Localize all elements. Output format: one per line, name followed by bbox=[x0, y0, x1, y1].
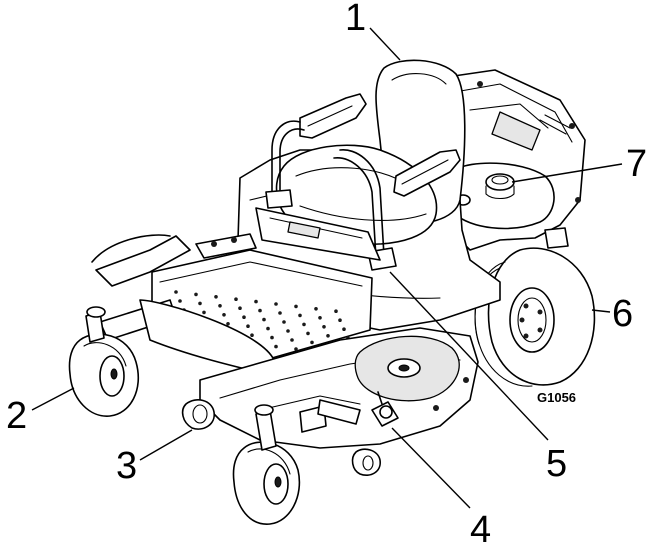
foot-plate-hole bbox=[194, 292, 198, 297]
leader-2 bbox=[31, 387, 75, 411]
foot-plate-hole bbox=[234, 297, 238, 302]
figure-code: G1056 bbox=[537, 390, 576, 405]
foot-plate-hole bbox=[282, 320, 286, 324]
foot-plate-hole bbox=[270, 335, 274, 340]
leader-1 bbox=[369, 27, 401, 61]
foot-plate-hole bbox=[218, 304, 222, 308]
foot-plate-hole bbox=[198, 301, 202, 306]
foot-plate-hole bbox=[262, 317, 266, 322]
foot-plate-hole bbox=[174, 290, 178, 294]
leader-5 bbox=[389, 271, 549, 441]
foot-plate-hole bbox=[294, 347, 298, 351]
operator-seat bbox=[275, 59, 466, 246]
foot-plate-hole bbox=[274, 302, 278, 306]
leader-7 bbox=[511, 163, 623, 183]
foot-plate-hole bbox=[242, 315, 246, 320]
foot-plate-hole bbox=[314, 307, 318, 311]
foot-plate-hole bbox=[306, 331, 310, 336]
foot-plate-hole bbox=[246, 324, 250, 329]
foot-plate-hole bbox=[226, 322, 230, 326]
foot-plate-hole bbox=[294, 304, 298, 309]
callout-4: 4 bbox=[470, 509, 491, 546]
foot-plate-hole bbox=[334, 309, 338, 314]
foot-plate-hole bbox=[250, 333, 254, 338]
foot-plate-hole bbox=[202, 310, 206, 315]
foot-plate-hole bbox=[322, 325, 326, 329]
leader-3 bbox=[139, 429, 193, 461]
foot-plate-hole bbox=[342, 327, 346, 332]
foot-plate-hole bbox=[302, 322, 306, 327]
foot-plate-hole bbox=[310, 340, 314, 345]
callout-7: 7 bbox=[626, 143, 647, 185]
foot-plate-hole bbox=[286, 329, 290, 333]
foot-plate-hole bbox=[254, 299, 258, 304]
leader-lines bbox=[31, 27, 623, 509]
foot-plate-hole bbox=[222, 313, 226, 317]
foot-plate-hole bbox=[266, 326, 270, 331]
foot-plate-hole bbox=[214, 295, 218, 299]
front-caster-left bbox=[68, 306, 140, 417]
callout-1: 1 bbox=[345, 0, 366, 39]
front-caster-right bbox=[232, 404, 301, 525]
callout-5: 5 bbox=[546, 443, 567, 485]
rear-drive-tire bbox=[474, 247, 596, 387]
foot-plate-hole bbox=[298, 313, 302, 318]
callout-6: 6 bbox=[612, 293, 633, 335]
foot-plate-hole bbox=[318, 316, 322, 320]
foot-plate-hole bbox=[326, 334, 330, 338]
front-console bbox=[255, 207, 381, 261]
callout-numbers: 1 2 3 4 5 6 7 bbox=[6, 0, 647, 546]
foot-plate-hole bbox=[178, 299, 182, 303]
callout-2: 2 bbox=[6, 395, 27, 437]
foot-plate-hole bbox=[290, 338, 294, 342]
foot-plate-hole bbox=[238, 306, 242, 311]
foot-plate-hole bbox=[274, 344, 278, 349]
foot-plate-hole bbox=[258, 308, 262, 313]
armrests bbox=[299, 93, 461, 197]
front-frame bbox=[91, 233, 283, 379]
callout-3: 3 bbox=[116, 445, 137, 487]
deck-adjust-lever bbox=[371, 391, 399, 427]
leader-4 bbox=[391, 427, 471, 509]
foot-plate-hole bbox=[278, 311, 282, 315]
deck-rollers bbox=[181, 399, 381, 476]
leader-6 bbox=[591, 309, 611, 313]
foot-plate-hole bbox=[338, 318, 342, 323]
